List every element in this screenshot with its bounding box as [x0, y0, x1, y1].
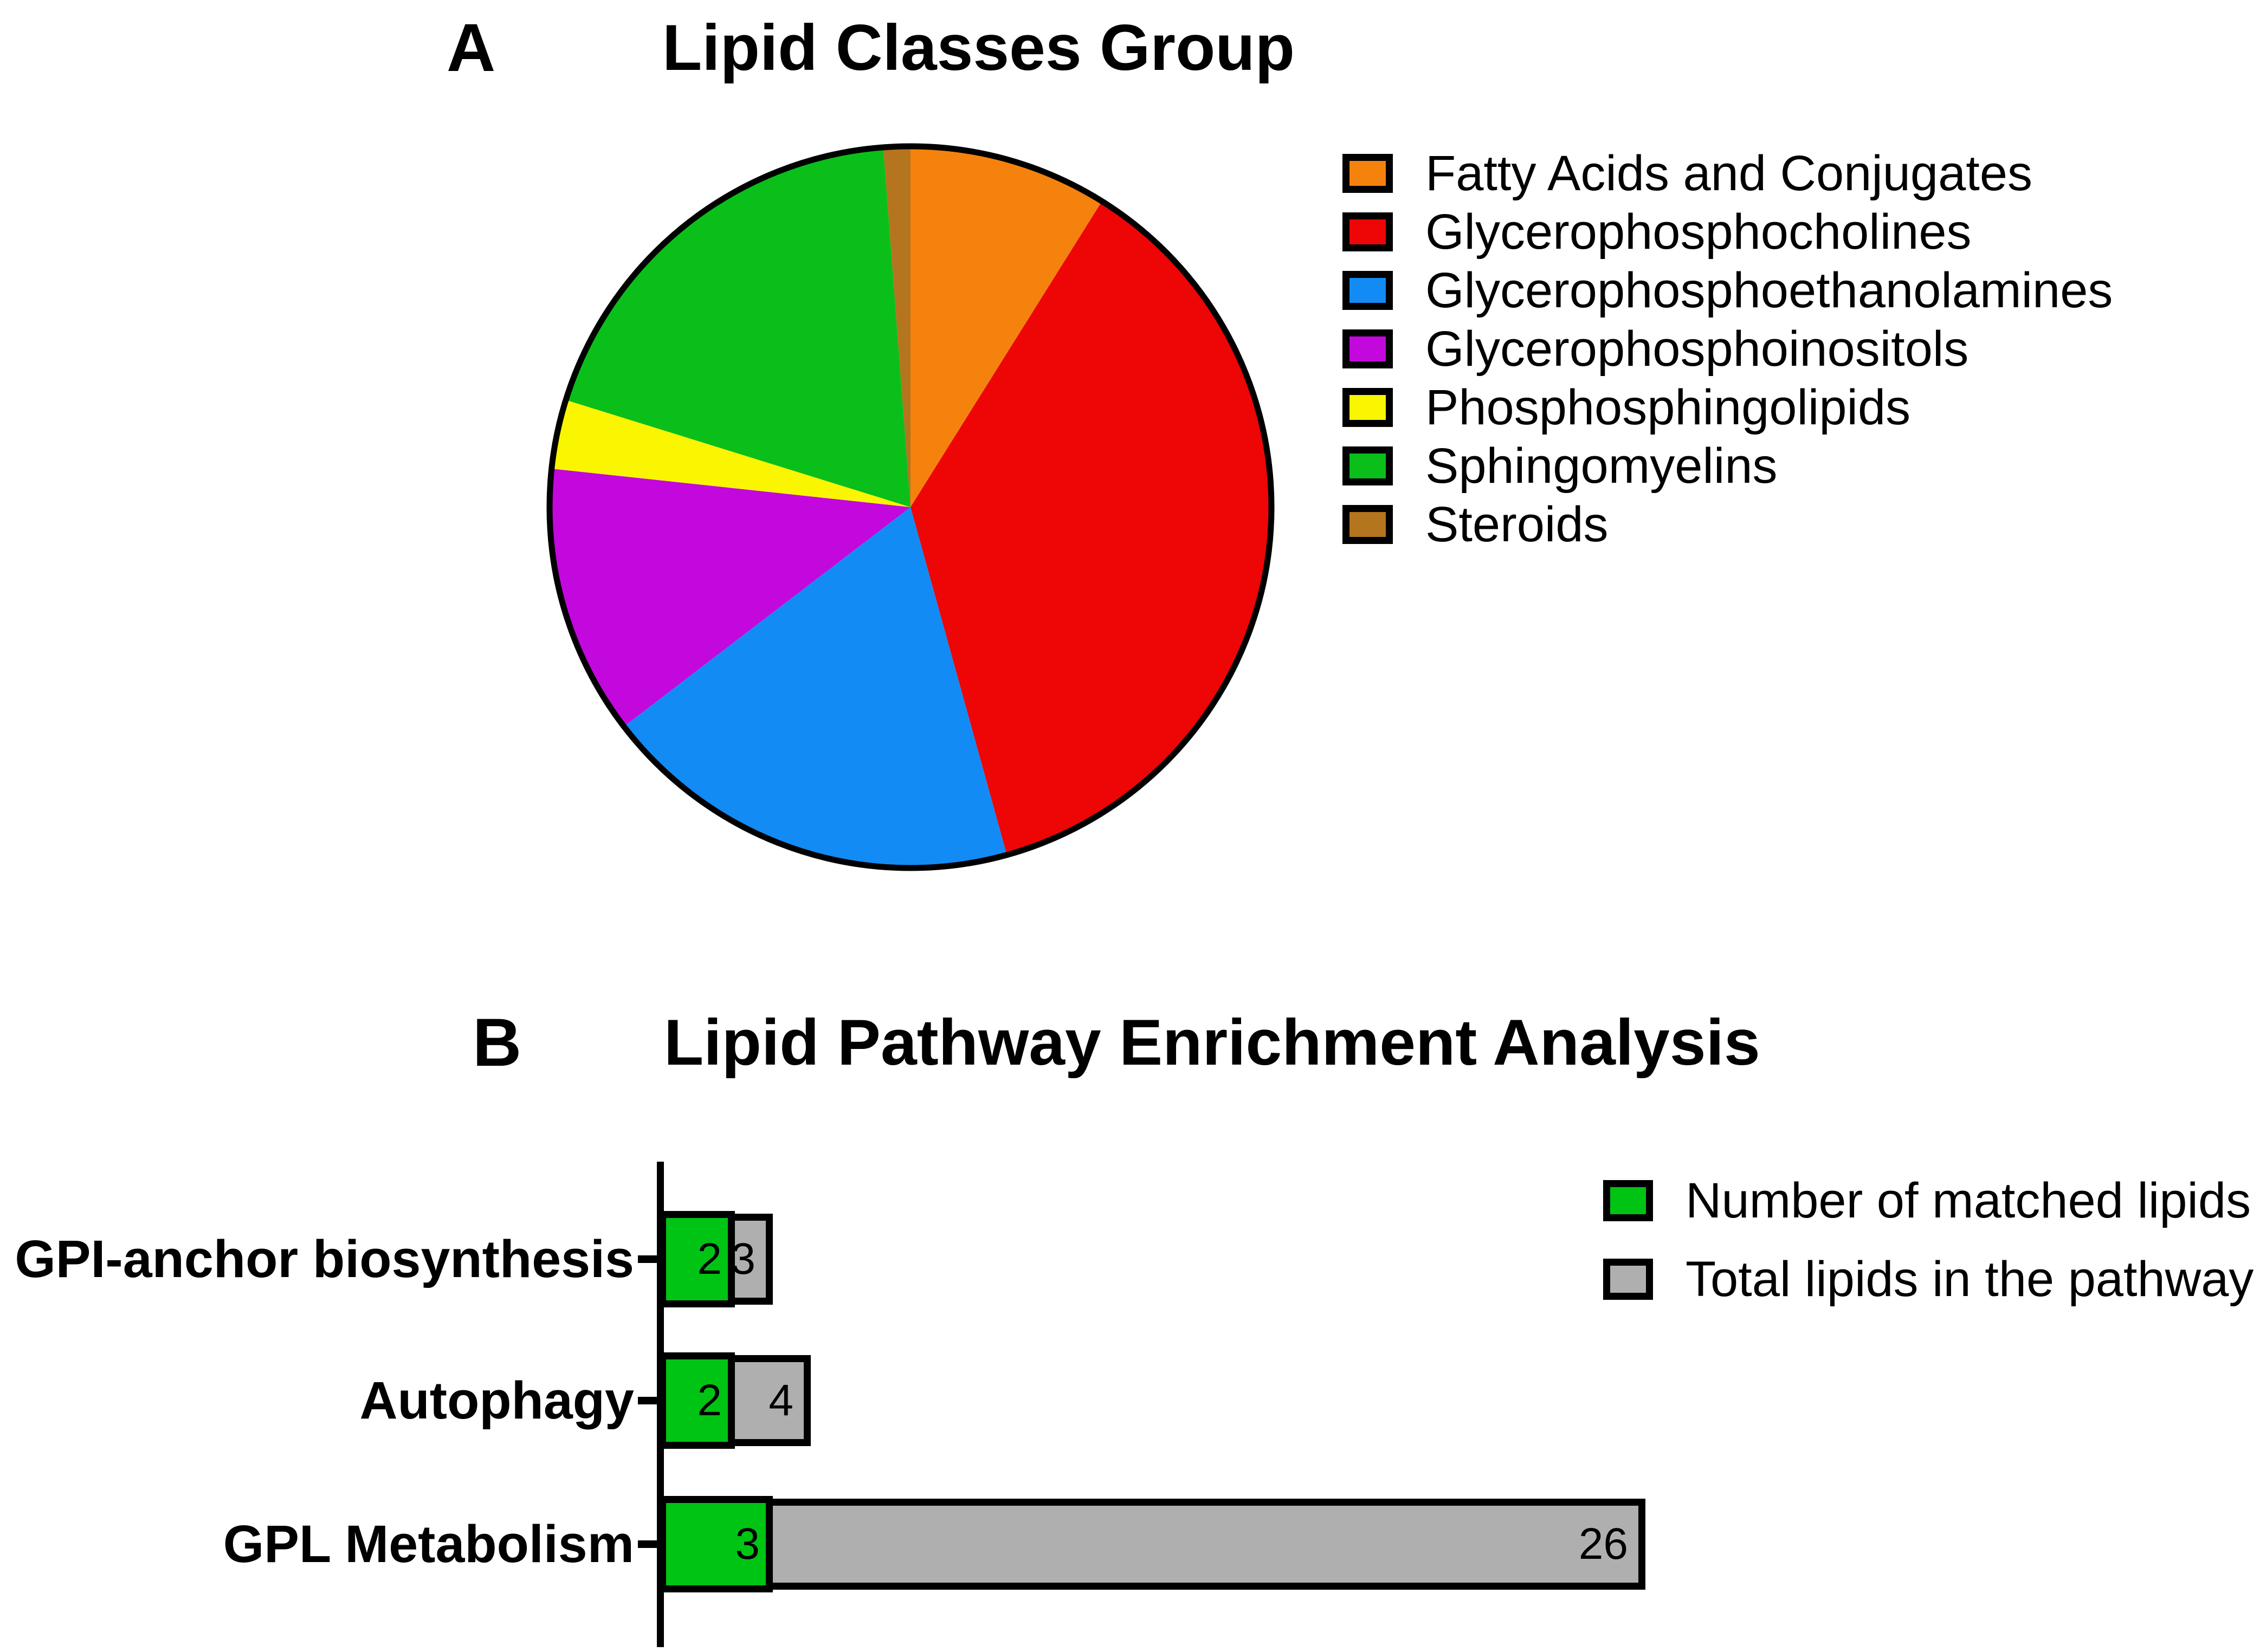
pie-slice-phosphosphingolipids [551, 400, 911, 507]
total-value-label: 3 [731, 1234, 756, 1284]
pie-legend-item-steroids: Steroids [1342, 500, 1609, 549]
legend-label: Glycerophosphocholines [1425, 204, 1972, 260]
legend-swatch-icon [1342, 212, 1393, 251]
pie-slice-fatty-acids-and-conjugates [911, 146, 1102, 507]
legend-label: Steroids [1425, 497, 1609, 552]
legend-label: Number of matched lipids [1686, 1173, 2251, 1228]
legend-swatch-icon [1342, 505, 1393, 544]
matched-bar-gpi-anchor-biosynthesis [659, 1211, 735, 1307]
lipid-classes-pie-chart [546, 143, 1275, 871]
pie-slice-glycerophosphoethanolamines [624, 507, 1007, 868]
legend-swatch-icon [1342, 329, 1393, 368]
total-value-label: 4 [769, 1376, 793, 1425]
pie-slice-sphingomyelins [566, 147, 911, 507]
legend-swatch-icon [1342, 154, 1393, 193]
legend-swatch-icon [1342, 388, 1393, 427]
category-label-autophagy: Autophagy [359, 1371, 634, 1430]
legend-label: Sphingomyelins [1425, 438, 1778, 494]
total-value-label: 26 [1578, 1519, 1628, 1569]
legend-swatch-icon [1603, 1180, 1653, 1221]
pie-outline [546, 143, 1275, 871]
legend-label: Total lipids in the pathway [1686, 1252, 2254, 1307]
pie-legend-item-phosphosphingolipids: Phosphosphingolipids [1342, 383, 1910, 432]
total-bar-gpl-metabolism [659, 1499, 1645, 1590]
panel-b-title: Lipid Pathway Enrichment Analysis [664, 1006, 1760, 1079]
bar-legend-item-number-of-matched-lipids: Number of matched lipids [1603, 1176, 2251, 1226]
axis-tick [638, 1540, 657, 1548]
pie-legend-item-sphingomyelins: Sphingomyelins [1342, 441, 1777, 491]
legend-label: Glycerophosphoethanolamines [1425, 263, 2113, 318]
pie-legend-item-glycerophosphoinositols: Glycerophosphoinositols [1342, 324, 1968, 374]
pie-legend-item-fatty-acids-and-conjugates: Fatty Acids and Conjugates [1342, 148, 2032, 198]
matched-value-label: 2 [697, 1234, 722, 1284]
panel-b-letter: B [473, 1005, 522, 1080]
panel-a-title: Lipid Classes Group [662, 11, 1295, 84]
pie-slice-glycerophosphoinositols [550, 469, 911, 727]
category-label-gpi-anchor-biosynthesis: GPI-anchor biosynthesis [15, 1229, 634, 1288]
category-label-gpl-metabolism: GPL Metabolism [223, 1514, 634, 1573]
legend-swatch-icon [1342, 271, 1393, 310]
pie-legend-item-glycerophosphoethanolamines: Glycerophosphoethanolamines [1342, 265, 2113, 315]
pie-slice-glycerophosphocholines [911, 201, 1272, 855]
legend-swatch-icon [1603, 1259, 1653, 1300]
panel-a-letter: A [447, 10, 496, 86]
axis-tick [638, 1255, 657, 1263]
pie-slice-steroids [883, 146, 911, 507]
legend-label: Glycerophosphoinositols [1425, 321, 1969, 377]
bar-legend-item-total-lipids-in-the-pathway: Total lipids in the pathway [1603, 1254, 2253, 1304]
matched-value-label: 2 [697, 1376, 722, 1425]
pie-legend-item-glycerophosphocholines: Glycerophosphocholines [1342, 207, 1972, 257]
legend-label: Fatty Acids and Conjugates [1425, 146, 2032, 201]
axis-tick [638, 1397, 657, 1404]
matched-value-label: 3 [735, 1519, 760, 1569]
legend-label: Phosphosphingolipids [1425, 380, 1911, 435]
matched-bar-autophagy [659, 1352, 735, 1449]
legend-swatch-icon [1342, 446, 1393, 485]
matched-bar-gpl-metabolism [659, 1496, 773, 1592]
